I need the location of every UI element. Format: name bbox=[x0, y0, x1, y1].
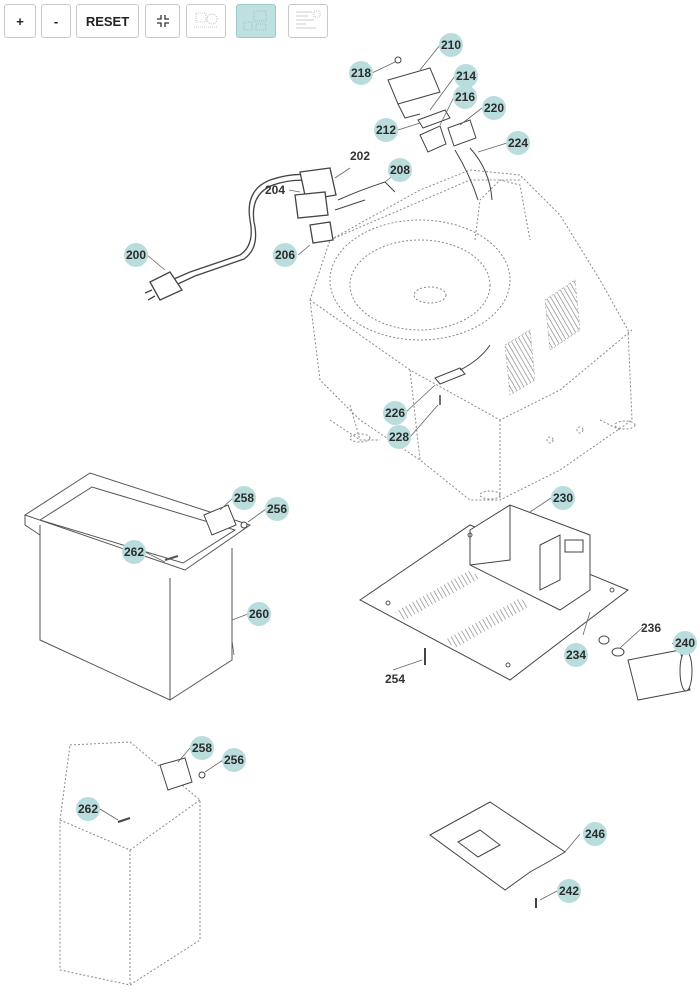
svg-text:240: 240 bbox=[675, 636, 695, 650]
page-1-thumbnail[interactable] bbox=[186, 4, 226, 38]
sensor-part bbox=[434, 344, 491, 405]
capacitor-part bbox=[424, 635, 693, 701]
svg-text:212: 212 bbox=[376, 123, 396, 137]
page-2-thumbnail[interactable] bbox=[236, 4, 276, 38]
callout-204[interactable]: 204 bbox=[265, 183, 285, 197]
callout-220[interactable]: 220 bbox=[482, 96, 506, 120]
callout-216[interactable]: 216 bbox=[453, 85, 477, 109]
viewer-toolbar: + - RESET bbox=[0, 0, 700, 44]
cover-plate bbox=[429, 801, 566, 908]
svg-text:218: 218 bbox=[351, 66, 371, 80]
callout-260[interactable]: 260 bbox=[247, 602, 271, 626]
svg-text:246: 246 bbox=[585, 827, 605, 841]
svg-text:254: 254 bbox=[385, 672, 405, 686]
page-2-thumbnail-icon bbox=[243, 10, 267, 31]
callout-246[interactable]: 246 bbox=[583, 822, 607, 846]
svg-text:260: 260 bbox=[249, 607, 269, 621]
page-3-thumbnail-icon bbox=[296, 10, 321, 29]
svg-text:234: 234 bbox=[566, 648, 586, 662]
svg-text:224: 224 bbox=[508, 136, 528, 150]
callout-206[interactable]: 206 bbox=[273, 243, 297, 267]
svg-text:256: 256 bbox=[224, 753, 244, 767]
callout-218[interactable]: 218 bbox=[349, 61, 373, 85]
zoom-in-button[interactable]: + bbox=[4, 4, 36, 38]
reset-button[interactable]: RESET bbox=[76, 4, 139, 38]
svg-text:230: 230 bbox=[553, 491, 573, 505]
callout-208[interactable]: 208 bbox=[388, 158, 412, 182]
callout-210[interactable]: 210 bbox=[439, 33, 463, 57]
callout-230[interactable]: 230 bbox=[551, 486, 575, 510]
callout-254[interactable]: 254 bbox=[385, 672, 405, 686]
leader-lines bbox=[99, 44, 681, 901]
svg-text:236: 236 bbox=[641, 621, 661, 635]
svg-text:228: 228 bbox=[389, 430, 409, 444]
callout-212[interactable]: 212 bbox=[374, 118, 398, 142]
tank-bracket-upper bbox=[203, 504, 248, 536]
svg-text:262: 262 bbox=[124, 545, 144, 559]
housing-vents bbox=[504, 279, 581, 396]
callout-214[interactable]: 214 bbox=[454, 64, 478, 88]
svg-text:214: 214 bbox=[456, 69, 476, 83]
callout-256-lower[interactable]: 256 bbox=[222, 748, 246, 772]
callout-262-upper[interactable]: 262 bbox=[122, 540, 146, 564]
svg-text:226: 226 bbox=[385, 406, 405, 420]
svg-text:204: 204 bbox=[265, 183, 285, 197]
svg-text:210: 210 bbox=[441, 38, 461, 52]
svg-text:206: 206 bbox=[275, 248, 295, 262]
callout-258-lower[interactable]: 258 bbox=[190, 736, 214, 760]
fit-to-screen-icon bbox=[156, 15, 169, 27]
callout-200[interactable]: 200 bbox=[124, 243, 148, 267]
power-cord-assembly bbox=[144, 167, 396, 301]
top-bracket-assembly bbox=[387, 56, 493, 201]
svg-text:202: 202 bbox=[350, 149, 370, 163]
callout-234[interactable]: 234 bbox=[564, 643, 588, 667]
svg-text:220: 220 bbox=[484, 101, 504, 115]
svg-text:258: 258 bbox=[234, 491, 254, 505]
machine-housing bbox=[309, 169, 636, 501]
svg-text:256: 256 bbox=[267, 502, 287, 516]
callout-262-lower[interactable]: 262 bbox=[76, 797, 100, 821]
fit-to-screen-button[interactable] bbox=[145, 4, 180, 38]
callout-256-upper[interactable]: 256 bbox=[265, 497, 289, 521]
base-plate bbox=[359, 504, 629, 681]
callout-226[interactable]: 226 bbox=[383, 401, 407, 425]
callout-228[interactable]: 228 bbox=[387, 425, 411, 449]
callout-240[interactable]: 240 bbox=[673, 631, 697, 655]
svg-text:200: 200 bbox=[126, 248, 146, 262]
page-1-thumbnail-icon bbox=[194, 12, 218, 28]
callout-markers: 200 202 204 206 208 210 212 214 216 218 … bbox=[76, 33, 697, 903]
callout-202[interactable]: 202 bbox=[350, 149, 370, 163]
callout-236[interactable]: 236 bbox=[641, 621, 661, 635]
cover-bracket-lower bbox=[117, 757, 206, 823]
zoom-out-button[interactable]: - bbox=[41, 4, 71, 38]
svg-text:216: 216 bbox=[455, 90, 475, 104]
tank-container bbox=[23, 472, 252, 701]
callout-242[interactable]: 242 bbox=[557, 879, 581, 903]
callout-224[interactable]: 224 bbox=[506, 131, 530, 155]
cover-panel bbox=[59, 741, 201, 986]
page-3-thumbnail[interactable] bbox=[288, 4, 328, 38]
svg-text:262: 262 bbox=[78, 802, 98, 816]
callout-258-upper[interactable]: 258 bbox=[232, 486, 256, 510]
svg-text:258: 258 bbox=[192, 741, 212, 755]
svg-text:208: 208 bbox=[390, 163, 410, 177]
svg-text:242: 242 bbox=[559, 884, 579, 898]
